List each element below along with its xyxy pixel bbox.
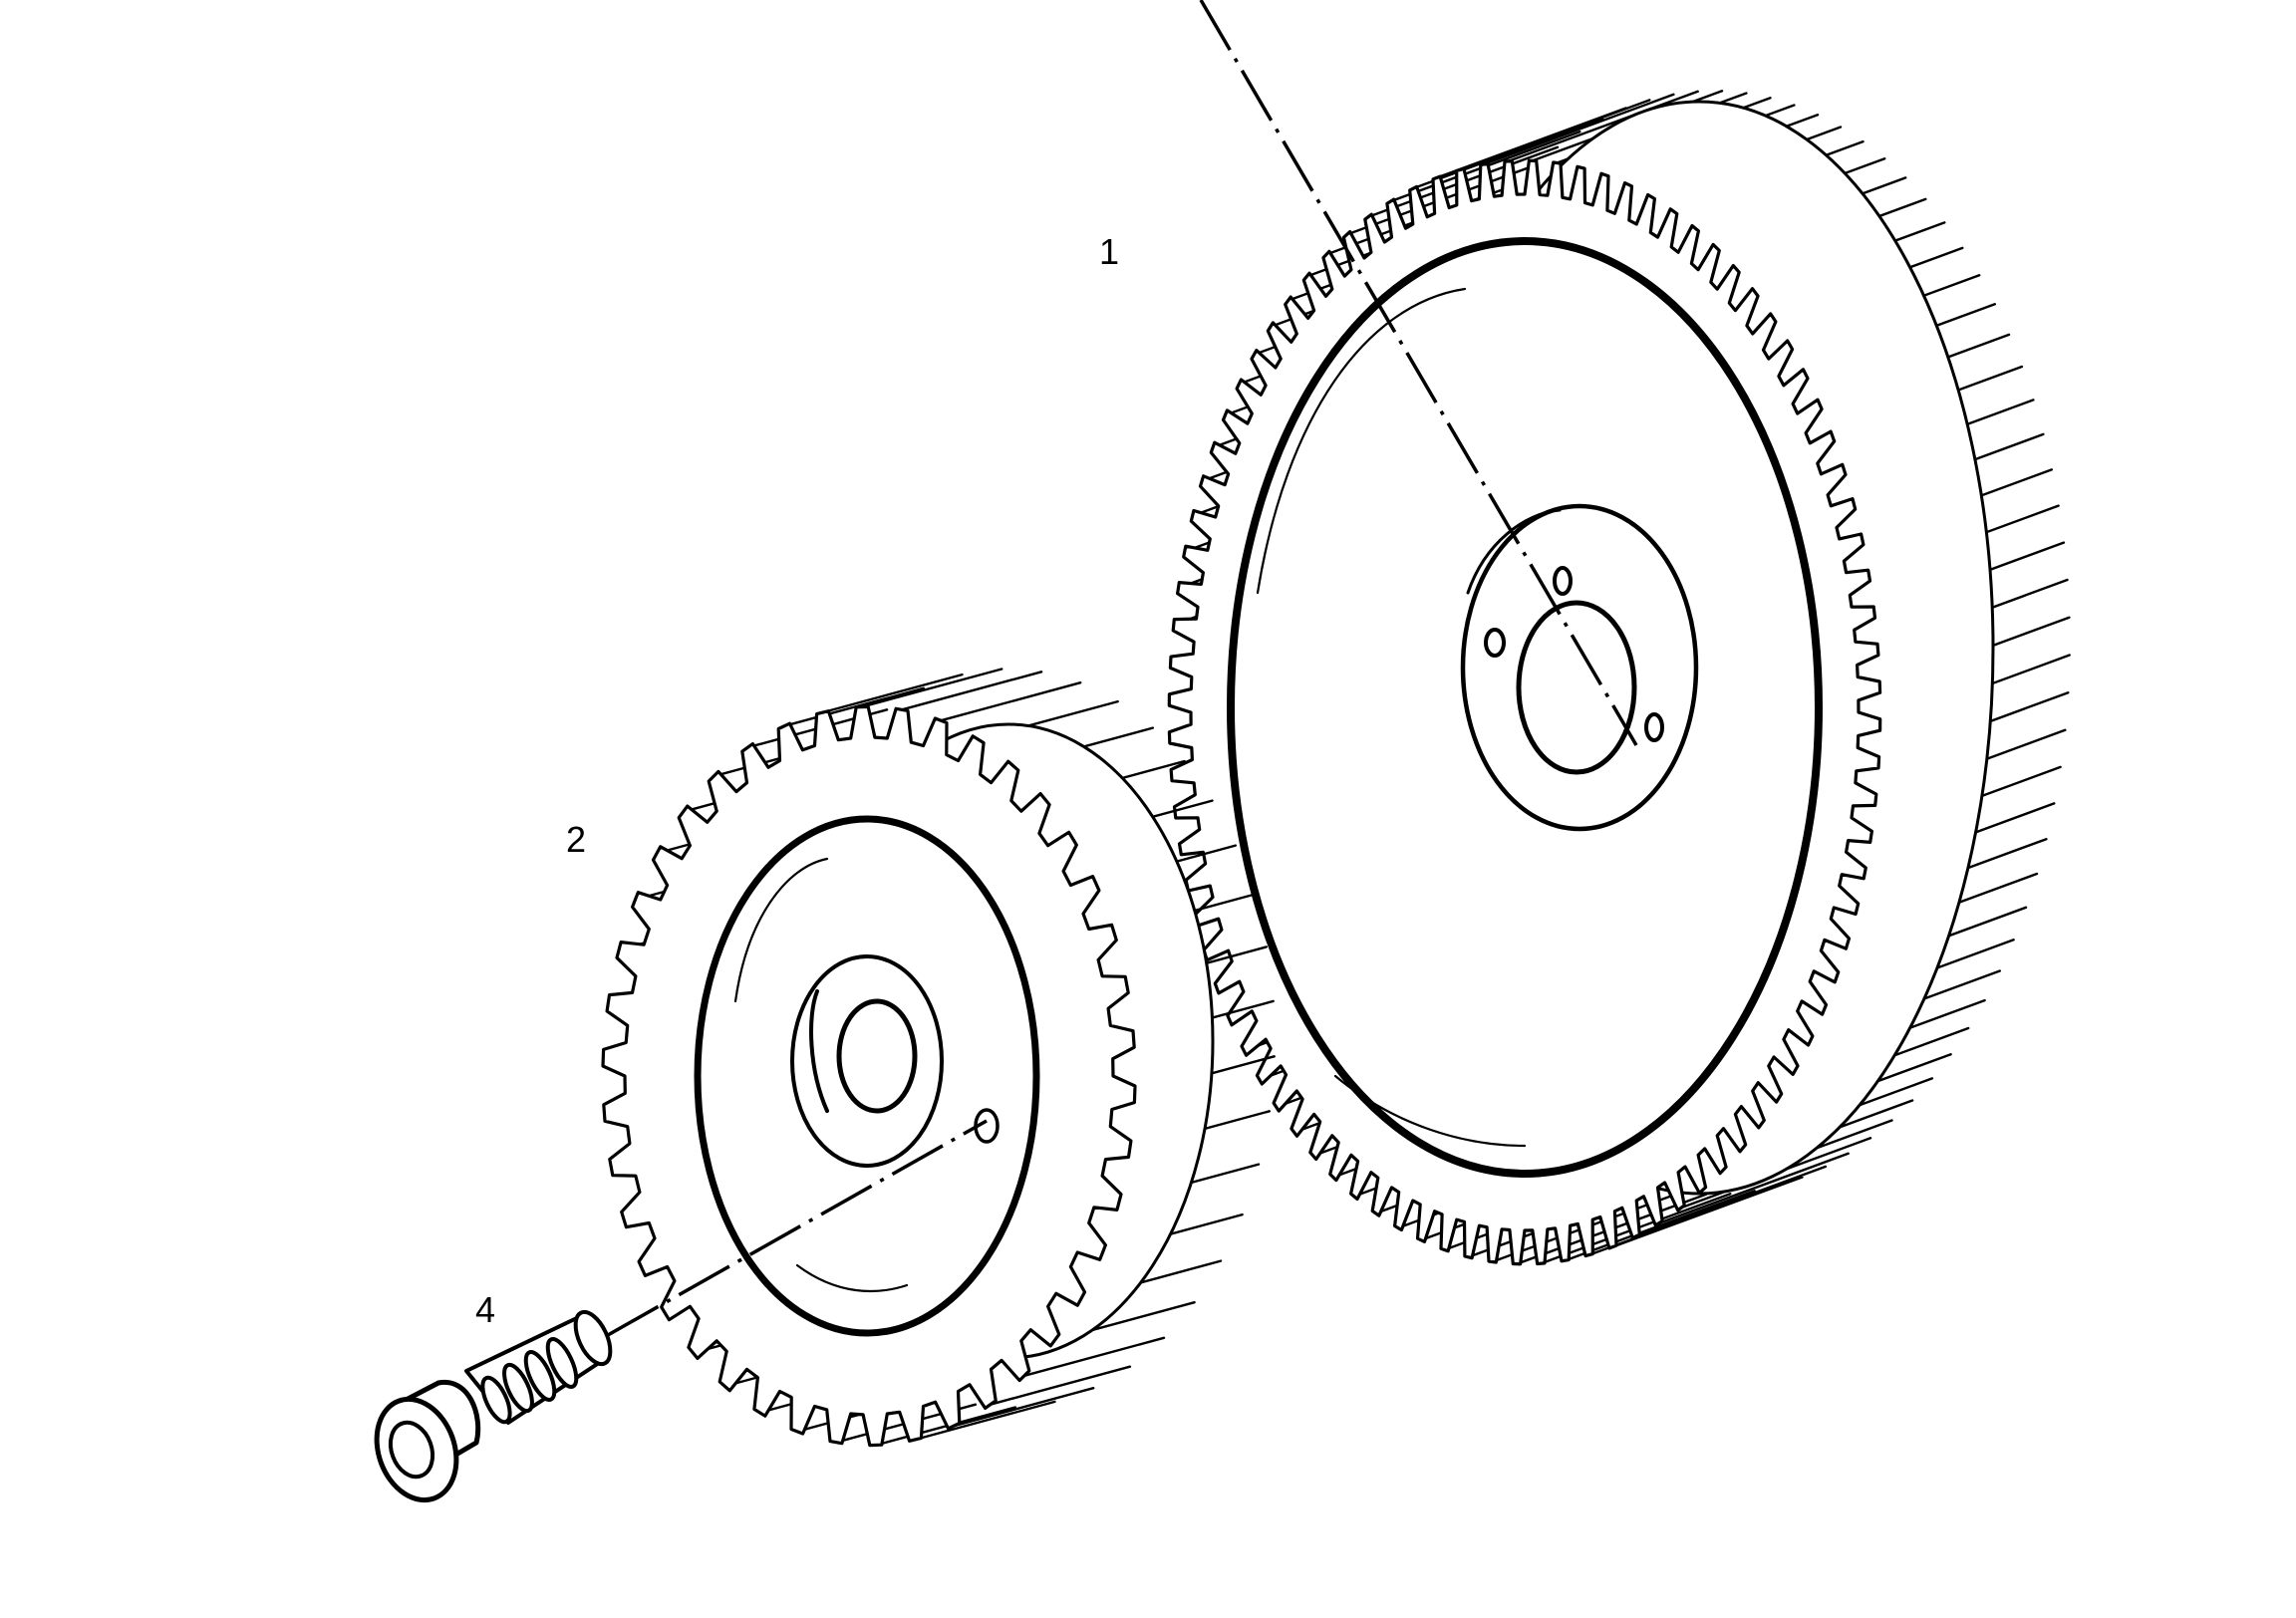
- bolt-hole: [1484, 628, 1506, 658]
- small-gear-inner-rim: [694, 815, 1040, 1337]
- bolt-thread: [464, 1309, 613, 1425]
- bolt-thread-crest: [502, 1362, 534, 1414]
- bolt-thread-crest: [523, 1350, 557, 1402]
- callout-part-1: 1: [1099, 231, 1120, 272]
- large-gear-web-highlight-lower: [1333, 1074, 1527, 1148]
- large-gear-web-highlight: [1256, 287, 1467, 595]
- small-gear-web-highlight-lower: [795, 1263, 909, 1293]
- bolt-thread-crest: [545, 1337, 579, 1389]
- assembly-axis-lower: [607, 1119, 988, 1337]
- assembly-axis-upper: [1199, 0, 1638, 746]
- bolt-head-socket: [388, 1420, 435, 1480]
- bolt-hole: [1553, 566, 1573, 596]
- large-gear-hub-flange: [1460, 503, 1699, 832]
- small-gear-hub-keyway: [809, 989, 829, 1113]
- bolt-thread-crest: [480, 1375, 512, 1425]
- small-gear-center-bore: [836, 998, 918, 1114]
- bolt-thread-end: [573, 1309, 613, 1367]
- small-gear-tooth-outline: [601, 704, 1137, 1448]
- large-gear-center-bore: [1516, 600, 1637, 775]
- large-gear-hub-shoulder: [1466, 508, 1562, 595]
- small-gear-web-highlight: [733, 857, 829, 1003]
- small-gear-icon: [601, 668, 1276, 1448]
- large-gear-icon: [1167, 90, 2071, 1266]
- large-gear-tooth-outline: [1167, 158, 1882, 1266]
- hex-socket-bolt-icon: [374, 1309, 613, 1503]
- callout-part-4: 4: [475, 1289, 496, 1330]
- callout-part-2: 2: [566, 819, 587, 860]
- large-gear-bolt-holes: [1484, 566, 1664, 742]
- small-gear-hub: [790, 954, 944, 1168]
- large-gear-inner-rim: [1227, 237, 1823, 1178]
- bolt-hole: [1644, 712, 1664, 742]
